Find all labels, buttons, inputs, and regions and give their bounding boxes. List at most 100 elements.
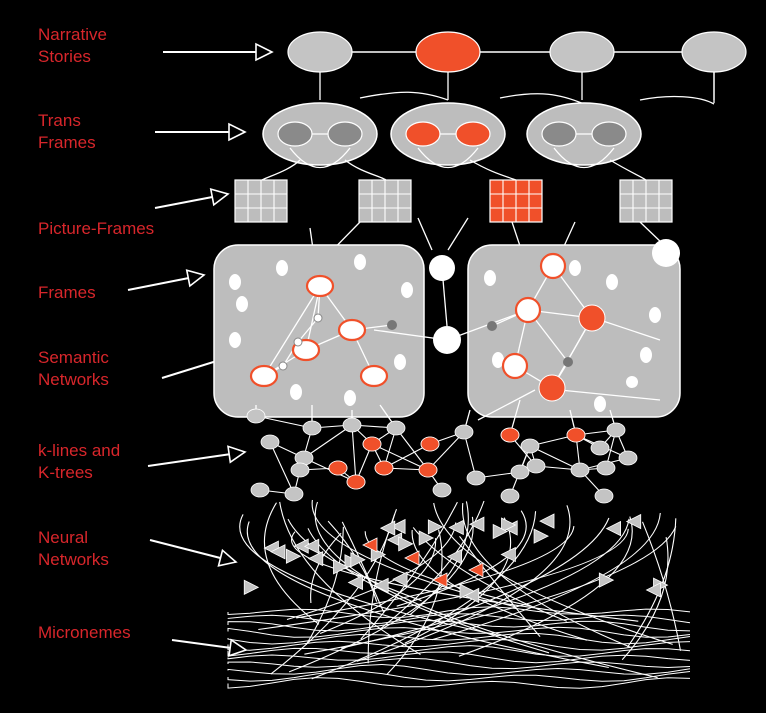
kline-node	[526, 458, 546, 474]
kline-node-active	[346, 474, 366, 490]
trans-slot	[455, 121, 491, 147]
trans-connector	[609, 159, 647, 181]
neural-fiber	[341, 521, 385, 613]
neuron	[418, 530, 435, 546]
kline-node	[596, 460, 616, 476]
neuron	[347, 574, 363, 591]
neural-fiber	[458, 516, 633, 657]
neuron	[459, 583, 475, 599]
neuron	[645, 582, 661, 598]
trans-connector	[289, 147, 351, 169]
neural-fiber	[360, 501, 458, 640]
neuron	[501, 517, 517, 533]
semantic-link	[477, 389, 536, 421]
semantic-node	[501, 352, 529, 380]
kline-link	[351, 424, 357, 483]
frame-slot-dot	[276, 260, 288, 276]
semantic-link	[559, 389, 661, 401]
neural-fiber	[380, 500, 485, 630]
kline-link	[371, 443, 429, 471]
neuron-active	[468, 562, 484, 578]
neural-fiber	[621, 537, 669, 661]
label-micronemes: Micronemes	[38, 623, 131, 642]
arrow-neural-head	[217, 548, 238, 567]
label-narrative-stories: Narrative Stories	[38, 25, 107, 66]
semantic-node	[359, 364, 389, 388]
kline-link	[529, 445, 581, 471]
trans-connector	[639, 95, 715, 105]
narrative-node	[415, 31, 481, 73]
trans-slot	[541, 121, 577, 147]
neuron-active	[404, 550, 420, 566]
microneme-fiber	[227, 645, 691, 657]
label-picture-frames: Picture-Frames	[38, 219, 155, 238]
neural-fiber	[310, 532, 342, 604]
frame-slot-dot	[640, 347, 652, 363]
kline-node	[386, 420, 406, 436]
microneme-fiber	[227, 638, 691, 651]
kline-node	[466, 470, 486, 486]
neuron	[350, 552, 366, 568]
kline-node	[302, 420, 322, 436]
trans-slot	[277, 121, 313, 147]
semantic-small-node	[487, 321, 497, 331]
neuron	[625, 513, 642, 530]
kline-node	[432, 482, 452, 498]
label-trans-frames: Trans Frames	[38, 111, 96, 152]
kline-link	[303, 424, 353, 459]
frame-slot-dot	[606, 274, 618, 290]
microneme-fiber	[227, 670, 691, 682]
picture-link	[447, 217, 469, 251]
neuron	[398, 536, 414, 552]
kline-link	[427, 431, 465, 471]
microneme-fiber	[227, 606, 691, 618]
semantic-node	[514, 296, 542, 324]
neural-fiber	[459, 535, 541, 638]
semantic-node	[539, 252, 567, 280]
kline-node	[250, 482, 270, 498]
kline-node	[500, 488, 520, 504]
microneme-fiber	[227, 677, 691, 689]
kline-link	[269, 441, 295, 495]
label-semantic-networks: Semantic Networks	[38, 348, 109, 389]
frame-slot-dot	[401, 282, 413, 298]
kline-node	[570, 462, 590, 478]
neuron	[243, 579, 260, 595]
neural-fiber	[291, 531, 639, 622]
neuron	[285, 548, 302, 564]
neuron	[500, 546, 516, 563]
neuron	[427, 519, 444, 535]
kline-link	[463, 431, 477, 479]
trans-connector	[499, 93, 585, 105]
label-neural-networks: Neural Networks	[38, 528, 109, 569]
kline-link	[395, 427, 429, 471]
semantic-small-node	[387, 320, 397, 330]
neuron	[390, 518, 406, 535]
neural-fiber	[279, 501, 421, 655]
neural-fiber	[239, 514, 499, 636]
neuron	[333, 559, 349, 575]
neuron	[533, 528, 549, 544]
neuron	[448, 519, 464, 536]
semantic-small-node	[563, 357, 573, 367]
kline-node-active	[500, 427, 520, 443]
semantic-node	[249, 364, 279, 388]
neuron-active	[432, 572, 448, 588]
neural-fiber	[433, 502, 673, 645]
frame-slot-dot	[236, 296, 248, 312]
kline-node-active	[362, 436, 382, 452]
neural-fiber	[341, 518, 630, 649]
arrow-micronemes-head	[228, 638, 248, 657]
arrow-klines-head	[227, 445, 247, 464]
neuron	[605, 520, 621, 537]
arrow-trans-head	[228, 122, 247, 142]
trans-slot	[327, 121, 363, 147]
semantic-small-node	[278, 361, 288, 371]
microneme-fiber	[227, 663, 691, 676]
kline-node	[290, 462, 310, 478]
trans-connector	[359, 91, 449, 101]
kline-node	[284, 486, 304, 502]
microneme-fiber	[227, 619, 691, 632]
microneme-fiber	[227, 651, 691, 664]
